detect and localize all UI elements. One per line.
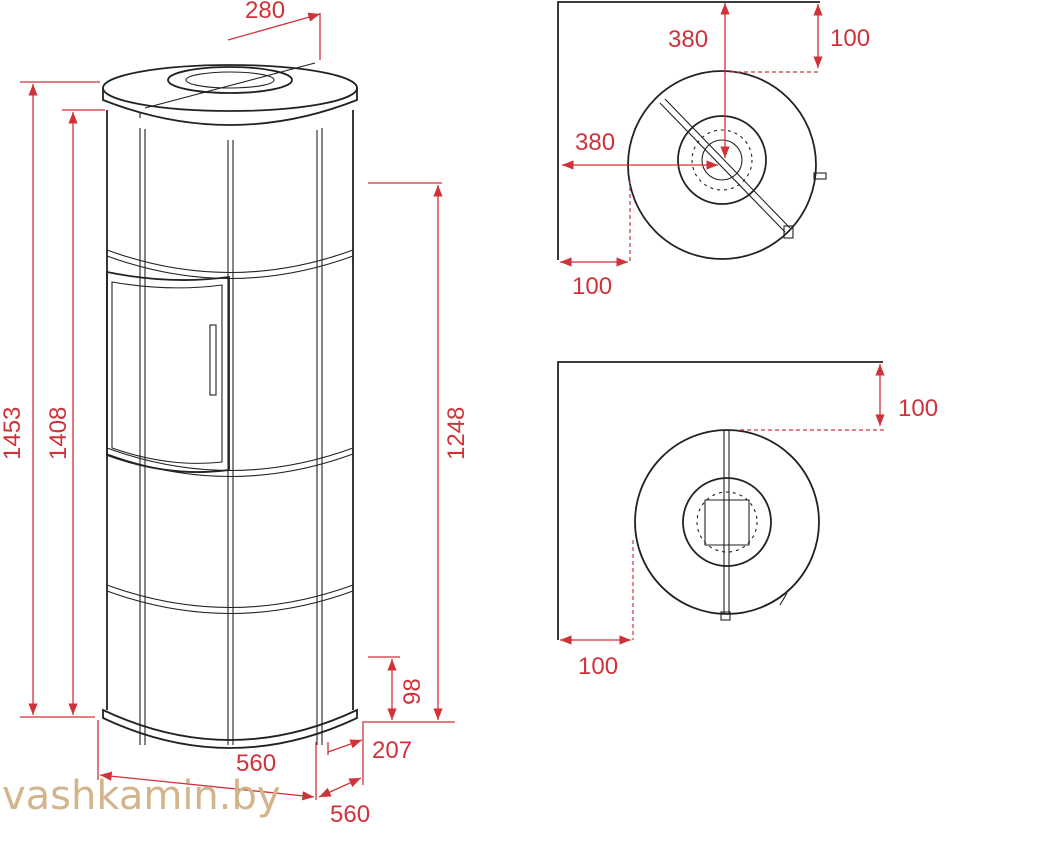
dim-depth: 560 [330,801,370,828]
dim-outlet-from-back: 380 [668,26,708,53]
dim-air-inlet-depth: 207 [372,737,412,764]
watermark: vashkamin.by [2,773,281,819]
dim-air-inlet-height: 98 [399,678,426,705]
top-view-corner-straight: 100 100 [557,361,938,680]
dim-back-clearance: 100 [830,25,870,52]
dim-back-clearance-2: 100 [898,395,938,422]
top-view-corner-diagonal: 380 380 100 100 [557,1,870,300]
dim-body-height: 1408 [45,407,72,460]
dim-outlet-height: 1248 [443,407,470,460]
dim-total-height: 1453 [0,407,26,460]
stove-front-view [102,62,358,749]
dim-width: 560 [236,750,276,777]
dim-top-outlet-offset: 280 [245,0,285,24]
dim-side-clearance: 100 [572,273,612,300]
dim-side-clearance-2: 100 [578,653,618,680]
front-dimensions: 280 1453 1408 1248 98 207 560 560 [0,0,470,828]
dim-outlet-from-side: 380 [575,129,615,156]
